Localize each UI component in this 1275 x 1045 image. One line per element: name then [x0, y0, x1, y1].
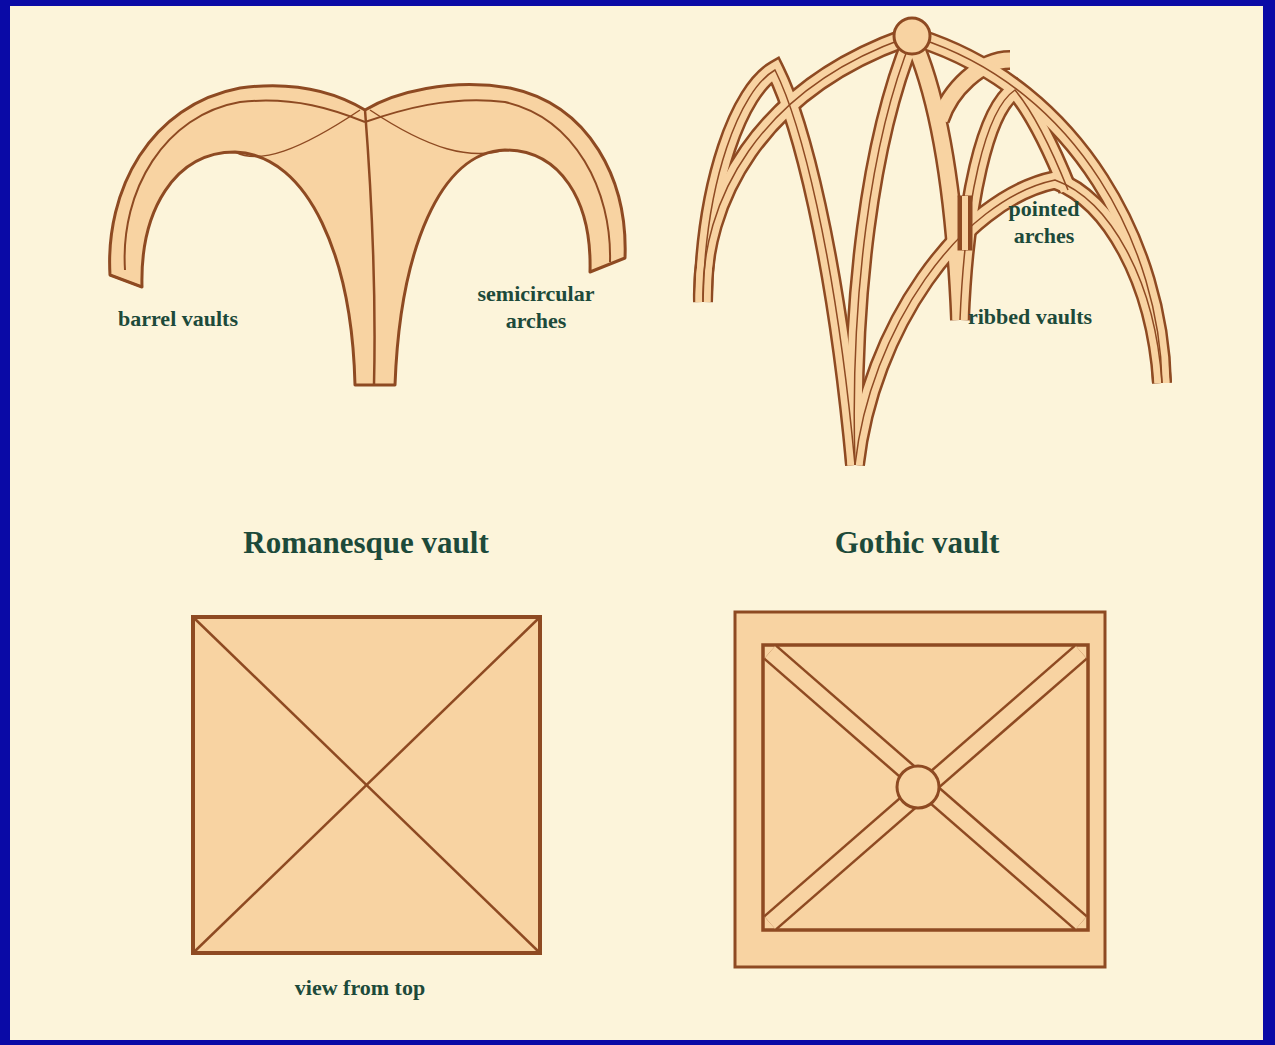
- boss: [894, 18, 930, 54]
- groin-line: [365, 110, 375, 385]
- rib-outline: [703, 38, 1162, 465]
- leader-bar: [962, 196, 968, 250]
- leg-edge: [110, 275, 142, 287]
- groin-line: [370, 110, 505, 154]
- figure-caption: Gothic vault: [835, 524, 999, 563]
- vault-body: [110, 85, 626, 385]
- rib-line: [703, 38, 1162, 465]
- gothic-vault: [703, 18, 1162, 465]
- gothic-plan: [735, 612, 1105, 967]
- rib-fill: [703, 38, 1162, 465]
- romanesque-vault: [110, 85, 626, 385]
- part-label: ribbed vaults: [968, 303, 1092, 331]
- part-label: pointed arches: [979, 195, 1109, 250]
- groin-line: [235, 110, 360, 157]
- romanesque-plan: [193, 617, 540, 953]
- view-caption: view from top: [295, 974, 425, 1002]
- part-label: semicircular arches: [456, 280, 616, 335]
- arch-edge: [365, 100, 610, 262]
- arch-edge: [125, 101, 365, 270]
- leader-bar: [958, 196, 972, 250]
- part-label: barrel vaults: [118, 305, 238, 333]
- figure-caption: Romanesque vault: [243, 524, 488, 563]
